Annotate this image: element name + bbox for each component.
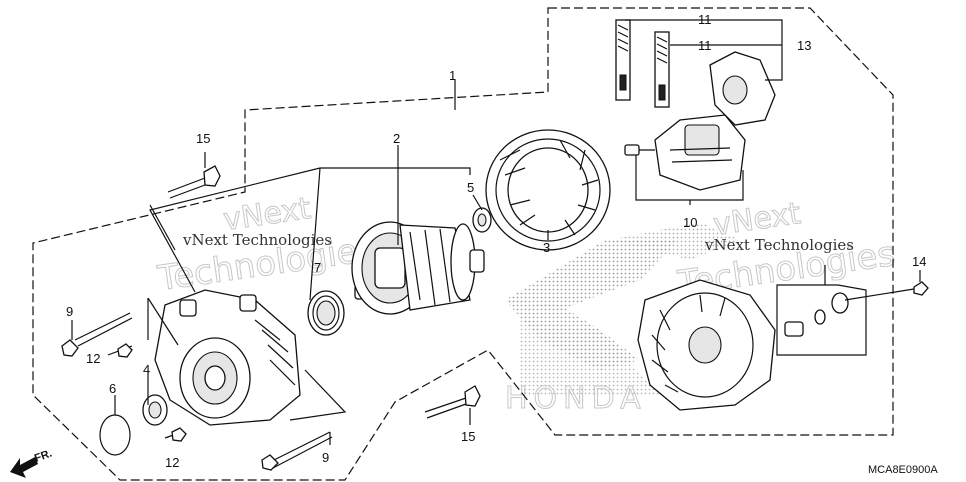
callout-15-bottom: 15 [461,429,475,444]
bolt-15-bottom [424,385,481,419]
callout-12-bottom: 12 [165,455,179,470]
bolt-9-left [61,312,133,357]
callout-11-middle: 11 [698,38,712,53]
callout-13: 13 [797,38,811,53]
front-housing-part [154,289,301,426]
diagram-code: MCA8E0900A [868,464,938,476]
honda-wing-watermark [505,222,740,395]
bearing-5 [472,207,492,233]
screw-12-top [107,343,133,358]
front-direction-label: FR. [33,447,54,464]
callout-1: 1 [449,68,456,83]
callout-4: 4 [143,362,150,377]
callout-5: 5 [467,180,474,195]
callout-10: 10 [683,215,697,230]
assembly-boundary [32,7,894,481]
bolt-9-bottom [261,431,333,471]
terminal-parts-group [776,281,929,356]
callout-3: 3 [543,240,550,255]
screw-12-bottom [164,427,187,442]
bolt-15-top [167,165,221,199]
brush-holder-part [624,114,746,201]
callout-7: 7 [314,260,321,275]
stator-part [485,129,611,251]
rear-housing-part [637,279,776,411]
watermark-left-small: vNext Technologies [182,231,332,249]
bearing-4 [142,394,168,426]
callout-9-bottom: 9 [322,450,329,465]
front-direction-indicator: FR. [10,447,54,478]
callout-9-left: 9 [66,304,73,319]
callout-14: 14 [912,254,926,269]
callout-2: 2 [393,131,400,146]
rotor-part [351,221,485,315]
honda-brand-watermark: HONDA [505,381,647,416]
watermark-right-small: vNext Technologies [704,236,854,254]
rear-cover-part [709,51,776,126]
callout-12-top: 12 [86,351,100,366]
bearing-7 [307,290,345,336]
o-ring-6 [99,414,131,456]
callout-6: 6 [109,381,116,396]
leader-lines [71,19,921,445]
callout-11-top: 11 [698,12,712,27]
brush-spring-2 [654,31,670,108]
callout-15-top: 15 [196,131,210,146]
brush-spring-1 [615,19,631,101]
